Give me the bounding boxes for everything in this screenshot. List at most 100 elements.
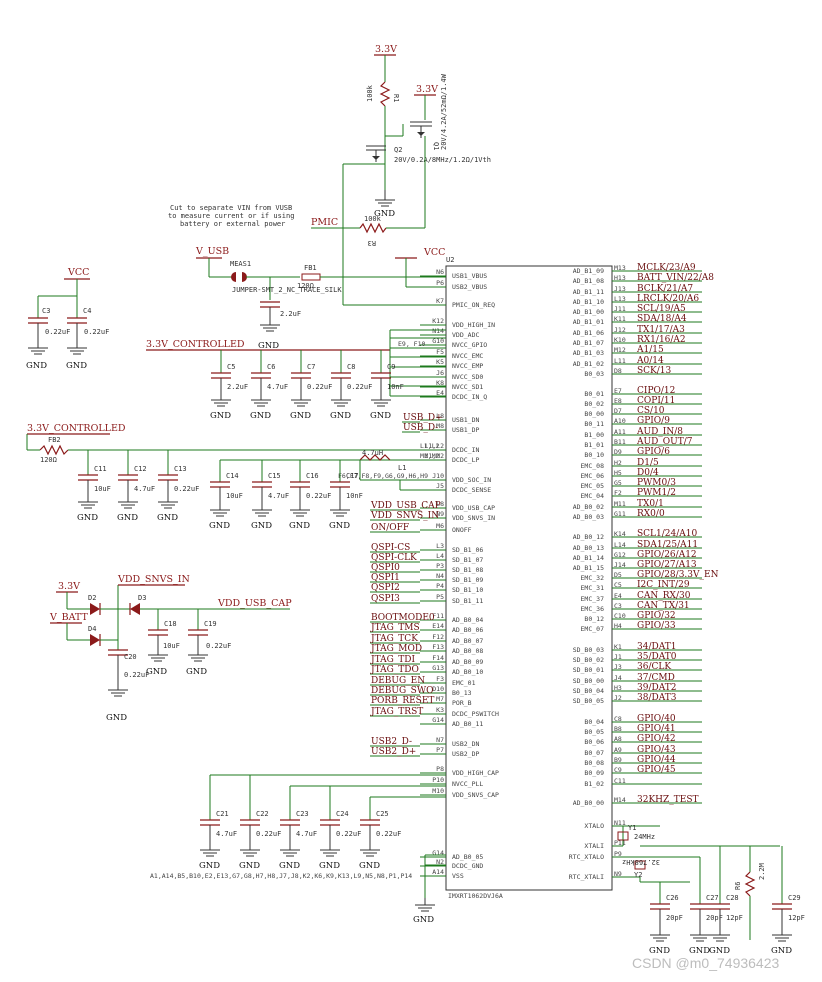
ic-pin-name: VDD_SNVS_CAP xyxy=(452,791,499,799)
ic-pin-signal: SCK/13 xyxy=(637,366,672,376)
mosfet-q2[interactable] xyxy=(366,145,386,162)
ic-pin-number: C11 xyxy=(614,777,626,785)
ic-pin-name: NVCC_PLL xyxy=(452,780,483,788)
ic-pin-name: AD_B1_07 xyxy=(573,339,604,347)
crystal-y2[interactable] xyxy=(634,860,646,870)
ic-pin-name: AD_B0_05 xyxy=(452,853,483,861)
ic-pin-signal: GPIO/41 xyxy=(637,724,676,734)
cap-ref: C23 xyxy=(296,810,309,818)
ic-pin-name: AD_B0_12 xyxy=(573,533,604,541)
svg-text:GND: GND xyxy=(413,915,434,925)
ic-pin-signal: GPIO/32 xyxy=(637,611,676,621)
ic-pin-number: J3 xyxy=(614,663,622,671)
gnd-label: GND xyxy=(239,861,260,871)
ic-pin-number: N14 xyxy=(432,327,444,335)
ic-pin-number: H3 xyxy=(614,684,622,692)
ic-pin-number: E4 xyxy=(614,592,622,600)
svg-text:F6,F7,F8,F9,G6,G9,H6,H9: F6,F7,F8,F9,G6,G9,H6,H9 xyxy=(338,472,428,480)
ic-pin-name: DCDC_IN xyxy=(452,446,479,454)
gnd-label: GND xyxy=(199,861,220,871)
cap-ref: C12 xyxy=(134,465,147,473)
q2-label: Q2 xyxy=(394,146,402,154)
cap-ref: C6 xyxy=(267,363,275,371)
signal-label: USB2_D+ xyxy=(371,747,416,757)
ic-pin-name: AD_B1_03 xyxy=(573,349,604,357)
ic-pin-signal: GPIO/26/A12 xyxy=(637,550,697,560)
ic-pin-name: B0_06 xyxy=(584,738,604,746)
svg-text:10uF: 10uF xyxy=(163,642,180,650)
ic-pin-name: SD_B1_07 xyxy=(452,556,483,564)
ic-pin-number: C8 xyxy=(614,715,622,723)
fb1-value: 120Ω xyxy=(297,282,314,290)
osc-pin-number: P11 xyxy=(614,839,626,847)
ic-pin-name: EMC_32 xyxy=(581,574,605,582)
ic-pin-signal: GPIO/27/A13 xyxy=(637,560,697,570)
ic-pin-number: A11 xyxy=(614,428,626,436)
ic-pin-number: J6 xyxy=(436,369,444,377)
gnd-label: GND xyxy=(771,946,792,956)
meas1-label: MEAS1 xyxy=(230,260,251,268)
signal-label: DEBUG_SWO xyxy=(371,686,433,696)
ic-pin-number: L8 xyxy=(436,500,444,508)
ic-pin-name: B0_00 xyxy=(584,410,604,418)
ic-pin-signal: 35/DAT0 xyxy=(637,652,677,662)
cut-note-line1: Cut to separate VIN from VUSB xyxy=(170,204,292,212)
ic-pin-number: J10 xyxy=(432,472,444,480)
gnd-label: GND xyxy=(157,513,178,523)
ic-pin-number: G14 xyxy=(432,716,444,724)
ic-pin-name: SD_B0_05 xyxy=(573,697,604,705)
ic-pin-name: B0_01 xyxy=(584,390,604,398)
ic-pin-signal: GPIO/6 xyxy=(637,447,670,457)
ic-pin-number: B8 xyxy=(614,725,622,733)
ic-pin-name: AD_B1_15 xyxy=(573,564,604,572)
svg-text:D3: D3 xyxy=(138,594,146,602)
ic-pin-number: J13 xyxy=(614,285,626,293)
ic-pin-name: SD_B1_09 xyxy=(452,576,483,584)
jumper-meas1[interactable] xyxy=(231,272,247,282)
ic-pin-number: J12 xyxy=(614,326,626,334)
mosfet-q1[interactable] xyxy=(410,121,432,138)
cap-value: 4.7uF xyxy=(268,492,289,500)
ic-pin-name: B0_12 xyxy=(584,615,604,623)
ic-pin-name: AD_B1_09 xyxy=(573,267,604,275)
cap-value: 10uF xyxy=(94,485,111,493)
ic-pin-name: AD_B0_07 xyxy=(452,637,483,645)
gnd-label: GND xyxy=(209,521,230,531)
ic-pin-number: D7 xyxy=(614,407,622,415)
ic-pin-signal: SDA/18/A4 xyxy=(637,314,687,324)
ic-pin-number: N4 xyxy=(436,572,444,580)
ic-pin-number: H13 xyxy=(614,274,626,282)
svg-text:C20: C20 xyxy=(124,653,137,661)
svg-text:GND: GND xyxy=(66,361,87,371)
ic-pin-signal: PWM1/2 xyxy=(637,488,676,498)
ic-pin-signal: PWM0/3 xyxy=(637,478,676,488)
crystal-y1[interactable] xyxy=(617,831,629,841)
cap-value: 12pF xyxy=(788,914,805,922)
ic-pin-signal: GPIO/42 xyxy=(637,734,676,744)
svg-text:C19: C19 xyxy=(204,620,217,628)
cap-value: 0.22uF xyxy=(376,830,401,838)
signal-label: BOOTMODE0 xyxy=(371,613,435,623)
svg-text:GND: GND xyxy=(146,667,167,677)
